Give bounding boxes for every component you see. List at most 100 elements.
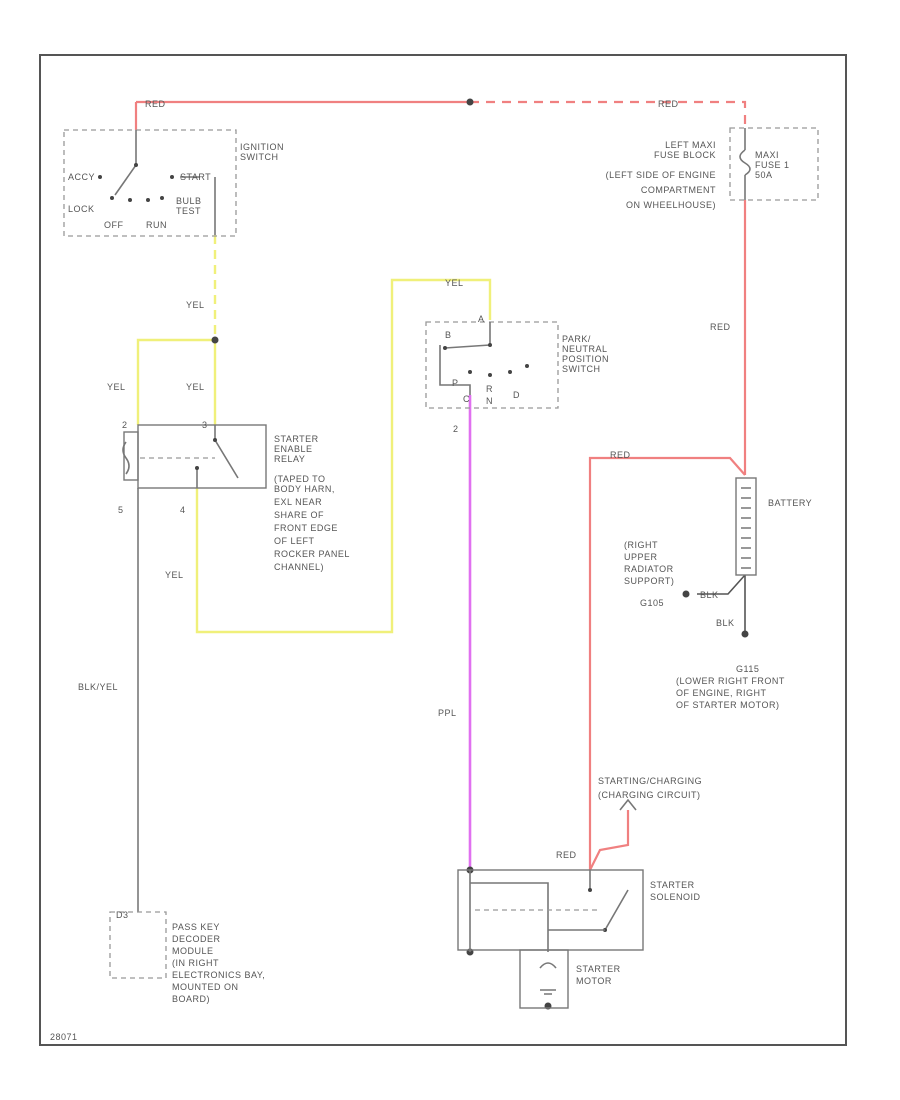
passkey-label-3: MODULE xyxy=(172,946,214,956)
wire-label-yel-relay-left: YEL xyxy=(107,382,126,392)
ground-lower-label-2: (LOWER RIGHT FRONT xyxy=(676,676,785,686)
passkey-label-1: PASS KEY xyxy=(172,922,220,932)
relay-label-1: STARTER xyxy=(274,434,319,444)
wire-label-yel-top: YEL xyxy=(445,278,464,288)
park-neutral-switch: B P R N D A C 2 PARK/ NEUTRAL POSITION S… xyxy=(425,314,609,434)
pnp-label-2: NEUTRAL xyxy=(562,344,608,354)
pnp-pos-r: R xyxy=(486,384,493,394)
wire-label-yel-relay-right: YEL xyxy=(186,382,205,392)
passkey-label-6: MOUNTED ON xyxy=(172,982,239,992)
fuse-label-1: MAXI xyxy=(755,150,779,160)
ground-upper-label-5: G105 xyxy=(640,598,664,608)
fuse-block-label-1: LEFT MAXI xyxy=(665,140,716,150)
relay-label-4: (TAPED TO xyxy=(274,474,326,484)
wire-label-red-battery: RED xyxy=(610,450,631,460)
ground-lower: G115 (LOWER RIGHT FRONT OF ENGINE, RIGHT… xyxy=(676,664,785,710)
pnp-pin-c: C xyxy=(463,394,470,404)
fuse-block: MAXI FUSE 1 50A LEFT MAXI FUSE BLOCK (LE… xyxy=(606,127,819,210)
fuse-block-label-5: ON WHEELHOUSE) xyxy=(626,200,716,210)
ground-upper: BLK (RIGHT UPPER RADIATOR SUPPORT) G105 xyxy=(624,540,719,608)
ignition-start-label: START xyxy=(180,172,211,182)
relay-label-7: SHARE OF xyxy=(274,510,324,520)
starter-motor: STARTER MOTOR xyxy=(519,949,621,1009)
passkey-label-7: BOARD) xyxy=(172,994,210,1004)
battery: BATTERY xyxy=(735,477,812,576)
relay-label-2: ENABLE xyxy=(274,444,313,454)
wire-label-red-solenoid: RED xyxy=(556,850,577,860)
relay-pin-3: 3 xyxy=(202,420,208,430)
motor-label-2: MOTOR xyxy=(576,976,612,986)
passkey-module: D3 PASS KEY DECODER MODULE (IN RIGHT ELE… xyxy=(109,910,265,1004)
ignition-off-label: OFF xyxy=(104,220,124,230)
relay-label-5: BODY HARN, xyxy=(274,484,335,494)
relay-pin-4: 4 xyxy=(180,505,186,515)
ground-lower-node xyxy=(741,630,749,638)
pnp-pin-b: B xyxy=(445,330,452,340)
relay-pin-5: 5 xyxy=(118,505,124,515)
ground-upper-label-4: SUPPORT) xyxy=(624,576,674,586)
wire-label-ppl: PPL xyxy=(438,708,457,718)
wire-red-battery-solenoid xyxy=(588,456,746,870)
fuse-label-2: FUSE 1 xyxy=(755,160,790,170)
ground-lower-label-3: OF ENGINE, RIGHT xyxy=(676,688,767,698)
ignition-switch-label-1: IGNITION xyxy=(240,142,284,152)
passkey-label-2: DECODER xyxy=(172,934,221,944)
pnp-label-3: POSITION xyxy=(562,354,609,364)
passkey-label-5: ELECTRONICS BAY, xyxy=(172,970,265,980)
ground-upper-node xyxy=(682,590,690,598)
junction-yel xyxy=(211,336,219,344)
ignition-bulb-label: BULB xyxy=(176,196,202,206)
relay-label-8: FRONT EDGE xyxy=(274,523,338,533)
ground-upper-label-3: RADIATOR xyxy=(624,564,674,574)
wire-label-red-fuse: RED xyxy=(710,322,731,332)
wire-label-blk: BLK xyxy=(716,618,735,628)
relay-pin-2: 2 xyxy=(122,420,128,430)
solenoid-label-2: SOLENOID xyxy=(650,892,701,902)
relay-label-3: RELAY xyxy=(274,454,305,464)
ignition-switch: ACCY LOCK OFF RUN START BULB TEST IGNITI… xyxy=(63,129,284,237)
fuse-block-label-3: (LEFT SIDE OF ENGINE xyxy=(606,170,716,180)
ground-upper-tag: BLK xyxy=(700,590,719,600)
junction-red-top xyxy=(466,98,474,106)
ignition-acc-label: ACCY xyxy=(68,172,95,182)
wire-yel-relay-pnp xyxy=(195,278,492,634)
motor-label-1: STARTER xyxy=(576,964,621,974)
wire-red-top-dashed xyxy=(470,100,747,125)
ignition-lock-label: LOCK xyxy=(68,204,95,214)
ignition-run-label: RUN xyxy=(146,220,167,230)
ground-lower-label-4: OF STARTER MOTOR) xyxy=(676,700,780,710)
starter-solenoid: STARTER SOLENOID xyxy=(457,869,701,952)
ground-upper-label-2: UPPER xyxy=(624,552,658,562)
pnp-pos-d: D xyxy=(513,390,520,400)
wire-blk-ground-upper xyxy=(697,574,746,595)
wire-label-red-top-left: RED xyxy=(145,99,166,109)
battery-label: BATTERY xyxy=(768,498,812,508)
pnp-pin-2: 2 xyxy=(453,424,459,434)
relay-label-11: CHANNEL) xyxy=(274,562,324,572)
passkey-label-4: (IN RIGHT xyxy=(172,958,219,968)
relay-label-10: ROCKER PANEL xyxy=(274,549,350,559)
passkey-pin: D3 xyxy=(116,910,129,920)
ground-lower-label-1: G115 xyxy=(736,664,759,674)
ground-upper-label-1: (RIGHT xyxy=(624,540,658,550)
pnp-pos-n: N xyxy=(486,396,493,406)
ignition-test-label: TEST xyxy=(176,206,201,216)
charging-label-1: STARTING/CHARGING xyxy=(598,776,702,786)
fuse-block-label-2: FUSE BLOCK xyxy=(654,150,716,160)
footer-code: 28071 xyxy=(50,1032,78,1042)
solenoid-label-1: STARTER xyxy=(650,880,695,890)
charging-circuit-ref: STARTING/CHARGING (CHARGING CIRCUIT) xyxy=(598,776,702,811)
pnp-pin-a: A xyxy=(478,314,485,324)
fuse-label-3: 50A xyxy=(755,170,773,180)
diagram-frame xyxy=(39,54,847,1046)
ignition-switch-label-2: SWITCH xyxy=(240,152,279,162)
wire-label-red-top-right: RED xyxy=(658,99,679,109)
charging-label-2: (CHARGING CIRCUIT) xyxy=(598,790,701,800)
relay-label-6: EXL NEAR xyxy=(274,497,322,507)
pnp-pos-p: P xyxy=(452,378,459,388)
wire-red-charging xyxy=(589,810,630,871)
wire-label-yel-ignition: YEL xyxy=(186,300,205,310)
relay-label-9: OF LEFT xyxy=(274,536,315,546)
pnp-label-1: PARK/ xyxy=(562,334,591,344)
